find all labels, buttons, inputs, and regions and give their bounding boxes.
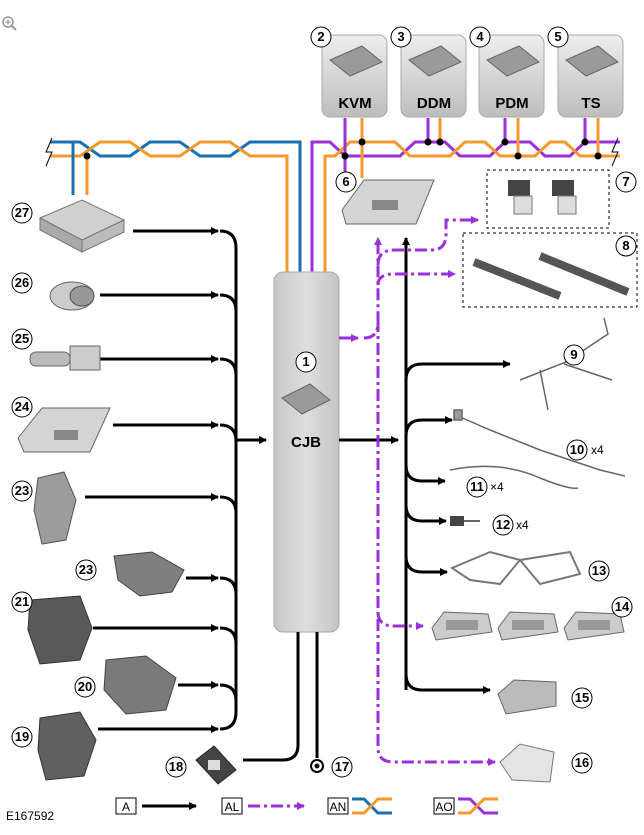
module-kvm: KVM: [321, 34, 388, 118]
component-14-lamps: [431, 611, 625, 641]
cjb-label: CJB: [291, 434, 321, 451]
svg-text:14: 14: [615, 599, 630, 614]
component-6-roof-console: [341, 179, 435, 225]
legend-an-line2: [352, 797, 392, 815]
kvm-label: KVM: [338, 95, 371, 112]
component-9-harness: [519, 317, 613, 411]
component-7-sensors: [486, 169, 610, 229]
component-24-roof-console: [17, 407, 111, 453]
svg-text:18: 18: [169, 759, 183, 774]
svg-text:20: 20: [78, 679, 92, 694]
svg-text:3: 3: [397, 29, 404, 44]
svg-text:16: 16: [575, 755, 589, 770]
component-16-lamp: [499, 743, 555, 783]
component-19-latch: [37, 711, 97, 781]
zoom-icon[interactable]: [2, 16, 17, 31]
svg-text:6: 6: [342, 174, 349, 189]
svg-text:9: 9: [570, 347, 577, 362]
svg-text:21: 21: [15, 594, 29, 609]
lin-lines: [339, 216, 496, 766]
ts-label: TS: [581, 95, 600, 112]
component-8-antennas: [462, 232, 638, 308]
module-pdm: PDM: [478, 34, 545, 118]
svg-text:4: 4: [476, 29, 484, 44]
callouts: [11, 26, 637, 778]
svg-text:13: 13: [592, 563, 606, 578]
svg-text:8: 8: [622, 238, 629, 253]
component-21-latch: [27, 595, 93, 665]
component-12-connector: [450, 516, 480, 526]
legend: A AL AN AO: [115, 797, 498, 815]
svg-text:24: 24: [15, 399, 30, 414]
svg-text:15: 15: [575, 690, 589, 705]
figure-id: E167592: [6, 809, 54, 823]
svg-text:11: 11: [470, 479, 484, 494]
component-11-harness: [449, 465, 579, 490]
svg-text:17: 17: [335, 759, 349, 774]
output-lines: [339, 237, 511, 694]
component-15-module: [497, 679, 557, 715]
component-10-harness: [453, 409, 626, 477]
svg-text:2: 2: [317, 29, 324, 44]
svg-text:23: 23: [15, 483, 29, 498]
component-13-brackets: [449, 550, 582, 586]
can-bus-left: [45, 137, 302, 272]
svg-text:25: 25: [15, 331, 29, 346]
legend-al-code: AL: [225, 800, 240, 814]
component-23b-latch: [113, 551, 185, 597]
callout-numbers: 1 2 3 4 5 6 7 8 9 10 11 12 13 14 15 16 1…: [15, 29, 630, 774]
svg-text:1: 1: [302, 354, 309, 369]
cjb-module: CJB: [273, 271, 340, 633]
svg-text:27: 27: [15, 205, 29, 220]
pdm-label: PDM: [495, 95, 528, 112]
svg-text:10: 10: [570, 442, 584, 457]
module-ts: TS: [557, 34, 624, 118]
svg-text:7: 7: [622, 174, 629, 189]
legend-ao-line2: [458, 797, 498, 815]
svg-text:23: 23: [79, 562, 93, 577]
ground-fuse-lines: [243, 632, 324, 773]
multiplier-11: ×4: [490, 480, 504, 494]
svg-text:26: 26: [15, 275, 29, 290]
legend-a-code: A: [122, 800, 130, 814]
component-20-latch: [103, 655, 177, 715]
multiplier-10: x4: [591, 443, 604, 457]
component-25-ignition: [29, 345, 101, 371]
component-26-switch: [49, 281, 95, 311]
component-27-airbag-module: [38, 199, 126, 253]
svg-text:19: 19: [15, 729, 29, 744]
component-18-fuse: [195, 745, 237, 785]
module-ddm: DDM: [400, 34, 467, 118]
lin-bus-right: [310, 118, 620, 272]
ddm-label: DDM: [417, 95, 451, 112]
component-23-latch: [33, 471, 77, 545]
input-lines: [85, 227, 267, 733]
svg-text:5: 5: [554, 29, 561, 44]
svg-text:12: 12: [496, 517, 510, 532]
multiplier-12: x4: [516, 518, 529, 532]
legend-ao-code: AO: [435, 800, 452, 814]
legend-an-code: AN: [330, 800, 347, 814]
